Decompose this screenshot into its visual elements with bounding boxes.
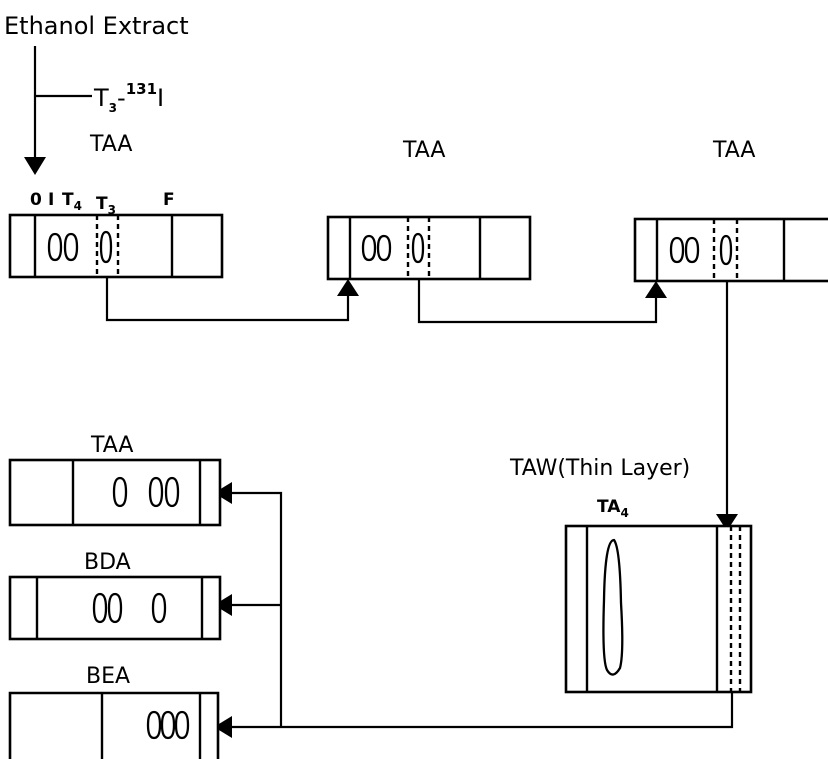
taw-spot-label: TA4 xyxy=(597,497,629,520)
spot xyxy=(684,236,700,264)
strip-label-taa-final: TAA xyxy=(90,433,133,458)
arrow-head-strip3 xyxy=(645,281,667,298)
connector-strip2-to-strip3 xyxy=(417,279,658,324)
strip-taa-final xyxy=(8,458,222,527)
strip-bea xyxy=(8,691,220,759)
streak-spot xyxy=(602,538,624,676)
arrow-head-taa-final xyxy=(214,482,232,504)
spot xyxy=(376,234,392,262)
spot xyxy=(63,232,79,262)
spot xyxy=(669,236,685,264)
strip-label-bda: BDA xyxy=(84,550,131,575)
strip-label-taa-2: TAA xyxy=(402,138,445,163)
origin-label-f: F xyxy=(163,190,175,210)
spot xyxy=(164,476,180,508)
arrow-head-strip2 xyxy=(337,279,359,296)
spot xyxy=(146,710,162,740)
arrow-head-taw xyxy=(716,514,738,531)
strip-label-bea: BEA xyxy=(86,664,130,689)
plate-taw-thin-layer xyxy=(564,524,753,694)
arrow-head-bea xyxy=(214,716,232,738)
origin-label-t3: T3 xyxy=(96,194,116,217)
connector-taw-to-bea xyxy=(232,692,734,729)
spot xyxy=(112,476,128,508)
spot xyxy=(148,476,164,508)
spot xyxy=(361,234,377,262)
strip-label-taa-1: TAA xyxy=(89,132,132,157)
origin-label-t4: T4 xyxy=(62,190,82,213)
tracer-label: T3-131I xyxy=(93,80,164,115)
spot xyxy=(107,592,123,624)
spot xyxy=(411,232,425,264)
extract-arrow-head xyxy=(24,157,46,175)
arrow-head-bda xyxy=(214,594,232,616)
spot xyxy=(174,710,190,740)
spot xyxy=(719,234,733,266)
origin-label-0: 0 xyxy=(30,190,42,210)
spot xyxy=(92,592,108,624)
title-ethanol-extract: Ethanol Extract xyxy=(4,12,189,40)
strip-label-taa-3: TAA xyxy=(712,138,755,163)
connector-branch-taa xyxy=(232,491,283,727)
strip-bda xyxy=(8,575,222,641)
spot xyxy=(47,232,63,262)
origin-label-i: I xyxy=(48,190,54,210)
strip-label-taw: TAW(Thin Layer) xyxy=(509,456,690,481)
strip-taa-1 xyxy=(8,213,224,279)
strip-taa-3 xyxy=(633,217,828,283)
spot xyxy=(99,230,113,264)
strip-taa-2 xyxy=(326,215,532,281)
spot xyxy=(160,710,176,740)
spot xyxy=(151,592,167,624)
connector-strip1-to-strip2 xyxy=(105,277,350,322)
strip-bea-frame xyxy=(8,691,220,759)
